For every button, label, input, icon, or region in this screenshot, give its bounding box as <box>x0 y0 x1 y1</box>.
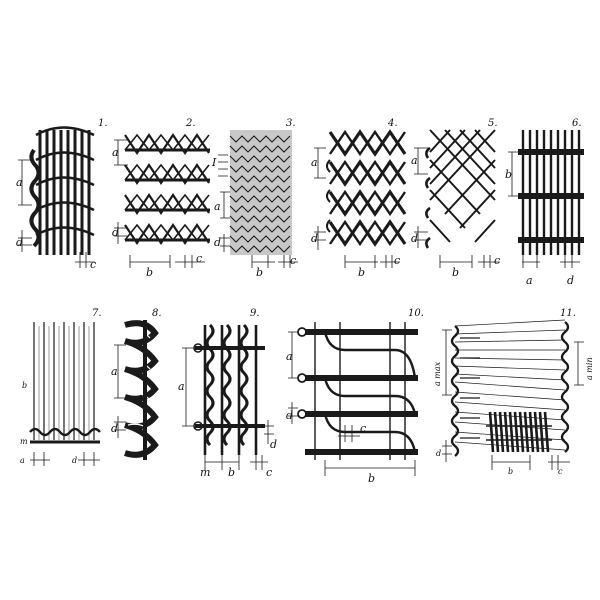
panel-10-label-a: a <box>286 350 293 363</box>
panel-10-label-d: d <box>286 409 293 422</box>
panel-1: 1. a d c <box>16 118 108 271</box>
panel-6-mesh <box>518 130 584 255</box>
panel-11-mesh <box>450 319 570 457</box>
panel-5-label-b: b <box>452 266 459 279</box>
panel-4-label-d: d <box>311 232 318 245</box>
panel-3-mesh <box>229 135 291 253</box>
panel-2-label-d: d <box>112 226 119 239</box>
panel-4-dimensions <box>314 147 400 268</box>
panel-2-label-c: c <box>196 252 202 265</box>
panel-9: 9. a d m b c <box>178 308 277 479</box>
panel-9-label-d: d <box>270 438 277 451</box>
panel-1-label-c: c <box>90 258 96 271</box>
panel-9-label-c: c <box>266 466 272 479</box>
panel-4-label-a: a <box>311 156 318 169</box>
panel-5-label-d: d <box>411 232 418 245</box>
panel-6-label-d: d <box>567 274 574 287</box>
panel-6-number: 6. <box>572 118 582 129</box>
panel-9-mesh <box>193 323 265 455</box>
panel-1-label-a: a <box>16 176 23 189</box>
panel-11-label-a-max: a max <box>433 361 442 386</box>
panel-5: 5. a d b c <box>411 118 500 279</box>
panel-7-number: 7. <box>92 308 102 319</box>
panel-9-number: 9. <box>250 308 260 319</box>
panel-7-label-m: m <box>20 437 28 446</box>
panel-8-label-a: a <box>111 365 118 378</box>
panel-5-mesh <box>425 129 496 249</box>
panel-10-number: 10. <box>408 308 424 319</box>
panel-4: 4. a d b c <box>311 118 407 279</box>
panel-1-label-d: d <box>16 236 23 249</box>
panel-7-mesh <box>29 322 101 444</box>
panel-10-dimensions <box>288 331 416 476</box>
panel-8-label-d: d <box>111 422 118 435</box>
panel-2-label-a: a <box>112 146 119 159</box>
panel-7-label-b: b <box>22 381 27 390</box>
panel-8-mesh <box>124 320 159 460</box>
panel-5-dimensions <box>414 147 500 268</box>
panel-2-label-b: b <box>146 266 153 279</box>
panel-10-label-b: b <box>368 472 375 485</box>
panel-2: 2. a d b c <box>112 118 210 279</box>
panel-9-label-a: a <box>178 380 185 393</box>
panel-3-label-d: d <box>214 236 221 249</box>
panel-8: 8. a d <box>111 308 162 460</box>
panel-6-label-b: b <box>505 168 512 181</box>
panel-10-mesh <box>297 322 418 460</box>
panel-9-dimensions <box>182 347 274 470</box>
panel-1-number: 1. <box>98 118 108 129</box>
panel-2-number: 2. <box>185 118 196 129</box>
panel-4-number: 4. <box>387 118 398 129</box>
panel-4-mesh <box>326 129 407 247</box>
panel-3: 3. I a d b c <box>211 118 298 279</box>
panel-3-number: 3. <box>286 118 296 129</box>
panel-5-label-a: a <box>411 154 418 167</box>
panel-10-label-c: c <box>360 422 366 435</box>
panel-7-label-a: a <box>20 456 25 465</box>
panel-3-label-c: c <box>290 254 296 267</box>
panel-3-label-i: I <box>211 156 217 169</box>
panel-4-label-b: b <box>358 266 365 279</box>
panel-8-dimensions <box>114 344 126 438</box>
panel-3-label-a: a <box>214 200 221 213</box>
panel-7: 7. b m a d <box>20 308 102 466</box>
panel-2-dimensions <box>114 139 205 268</box>
panel-1-mesh <box>29 126 95 255</box>
panel-11-dimensions <box>442 329 584 470</box>
panel-3-label-b: b <box>256 266 263 279</box>
panel-6: 6. b a d <box>505 118 584 287</box>
panel-11: 11. a max a min d b c <box>433 308 594 476</box>
panel-11-label-b: b <box>508 467 513 476</box>
panel-7-label-d: d <box>72 456 77 465</box>
panel-5-label-c: c <box>494 254 500 267</box>
panel-11-label-d: d <box>436 449 441 458</box>
panel-10: 10. a d c b <box>286 308 424 485</box>
panel-2-mesh <box>124 133 210 245</box>
panel-11-number: 11. <box>560 308 576 319</box>
panel-11-label-c: c <box>558 467 563 476</box>
panel-8-number: 8. <box>152 308 162 319</box>
panel-11-label-a-min: a min <box>585 357 594 380</box>
panel-4-label-c: c <box>394 254 400 267</box>
panel-6-label-a: a <box>526 274 533 287</box>
panel-7-dimensions <box>30 452 100 466</box>
panel-9-label-m: m <box>200 466 210 479</box>
panel-5-number: 5. <box>488 118 498 129</box>
panel-1-dimensions <box>18 159 95 268</box>
panel-3-dimensions <box>218 154 298 268</box>
panel-9-label-b: b <box>228 466 235 479</box>
panel-6-dimensions <box>508 151 580 268</box>
